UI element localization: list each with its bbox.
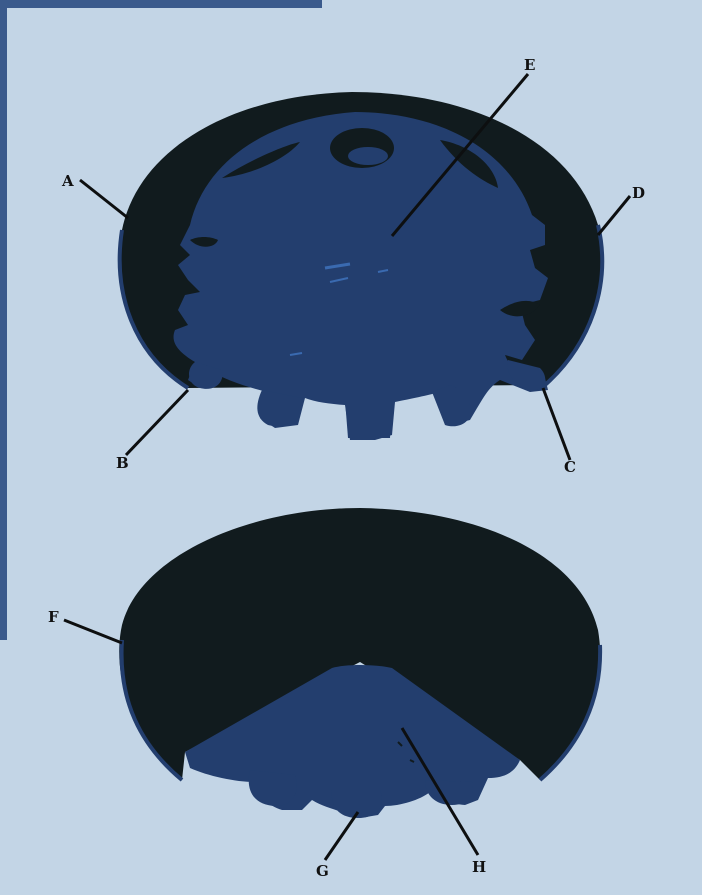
upper-tooth-2 <box>345 400 392 438</box>
upper-cut-dome <box>120 92 602 440</box>
frame-left-edge <box>0 0 7 640</box>
label-G: G <box>316 862 329 880</box>
frame-top-edge <box>0 0 322 8</box>
label-A: A <box>61 172 74 190</box>
label-H: H <box>472 858 486 876</box>
label-D: D <box>632 184 645 202</box>
upper-hole-inner <box>348 147 388 165</box>
label-E: E <box>524 56 535 74</box>
label-B: B <box>116 454 129 472</box>
label-C: C <box>564 458 576 476</box>
label-F: F <box>48 608 59 626</box>
